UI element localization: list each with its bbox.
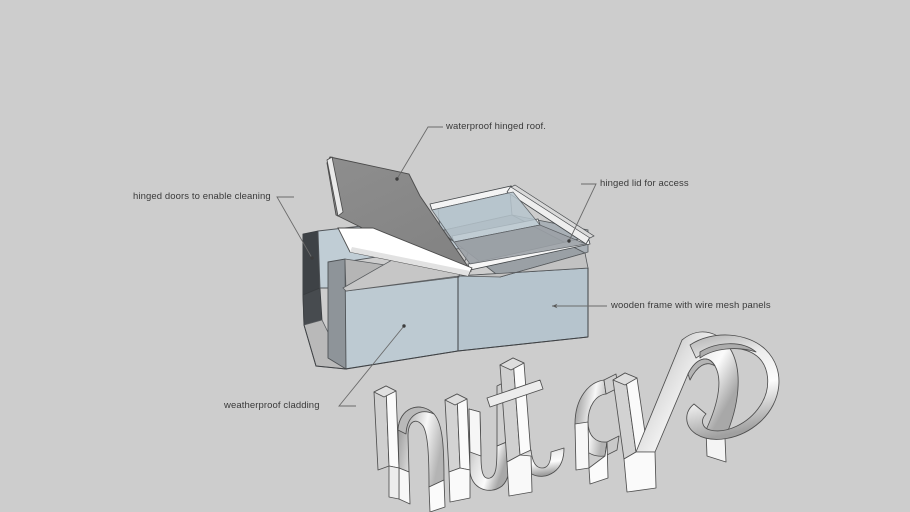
letter-flourish [686, 334, 780, 440]
mesh-panel-lower [453, 224, 588, 265]
hutch-model [302, 156, 595, 370]
leader-anchor-dot-waterproof-roof [395, 177, 399, 181]
leader-line-hinged-lid [568, 183, 597, 242]
roof-panel-underside-shadow [350, 247, 470, 276]
letter-t-crossbar [486, 379, 544, 408]
hinged-roof-panel [326, 156, 473, 277]
hinged-door-left-panel [327, 258, 347, 370]
letter-h-base-block-left [398, 467, 411, 505]
batten-right-stile-outer [510, 184, 595, 239]
label-hinged-doors-to-enable-cleaning: hinged doors to enable cleaning [133, 191, 271, 202]
leader-line-waterproof-roof [396, 126, 443, 180]
label-wooden-frame-with-wire-mesh-panels: wooden frame with wire mesh panels [611, 300, 771, 311]
letter-h-bowl-top-rim [397, 406, 435, 435]
flourish-loop-outer [686, 334, 780, 440]
annotation-leaders [276, 126, 607, 407]
letter-c-base-block2 [588, 441, 609, 485]
right-box-left-front-face [344, 275, 459, 370]
leader-anchor-dot-hinged-doors [310, 256, 314, 260]
edge-left-vertical [302, 234, 305, 326]
letter-h2-top [612, 372, 638, 386]
letter-h [373, 385, 446, 512]
leader-line-weatherproof-cladding [338, 325, 405, 407]
annotation-anchor-dots [310, 177, 571, 328]
leader-anchor-dot-hinged-lid [567, 239, 571, 243]
leader-anchor-dot-weatherproof-cladding [402, 324, 406, 328]
letter-h-base-block-right [428, 479, 446, 512]
letter-u-left-top [444, 393, 468, 406]
leader-line-hinged-doors [276, 196, 313, 259]
letter-u-foot [448, 467, 471, 503]
roof-panel-edge-strip-left [326, 156, 344, 217]
flourish-inner-shade [699, 343, 757, 359]
edge-bottom-left [303, 324, 347, 370]
letter-h2-bowl-inner [687, 358, 716, 381]
model-profile-edges [302, 234, 589, 370]
letter-c-base-block [574, 421, 590, 471]
letter-t-base-block [506, 454, 533, 497]
letter-u-base-block [468, 408, 482, 457]
letter-h2-base-block [623, 451, 657, 493]
label-weatherproof-cladding: weatherproof cladding [224, 400, 320, 411]
letter-c [574, 373, 620, 485]
roof-panel-underside-white [337, 227, 473, 277]
letter-t [486, 357, 565, 497]
letter-h2 [612, 331, 739, 493]
label-waterproof-hinged-roof: waterproof hinged roof. [446, 121, 546, 132]
label-hinged-lid-for-access: hinged lid for access [600, 178, 689, 189]
letter-h-base-block-left2 [388, 465, 400, 500]
extruded-text-hutch [373, 331, 780, 512]
left-end-lower-dark-face [302, 287, 323, 326]
wooden-frame-battens [429, 184, 595, 271]
letter-t-top [499, 357, 525, 371]
right-box-front-face [457, 267, 589, 352]
letter-h-ascender-top [373, 385, 397, 398]
left-end-dark-face [302, 230, 321, 296]
